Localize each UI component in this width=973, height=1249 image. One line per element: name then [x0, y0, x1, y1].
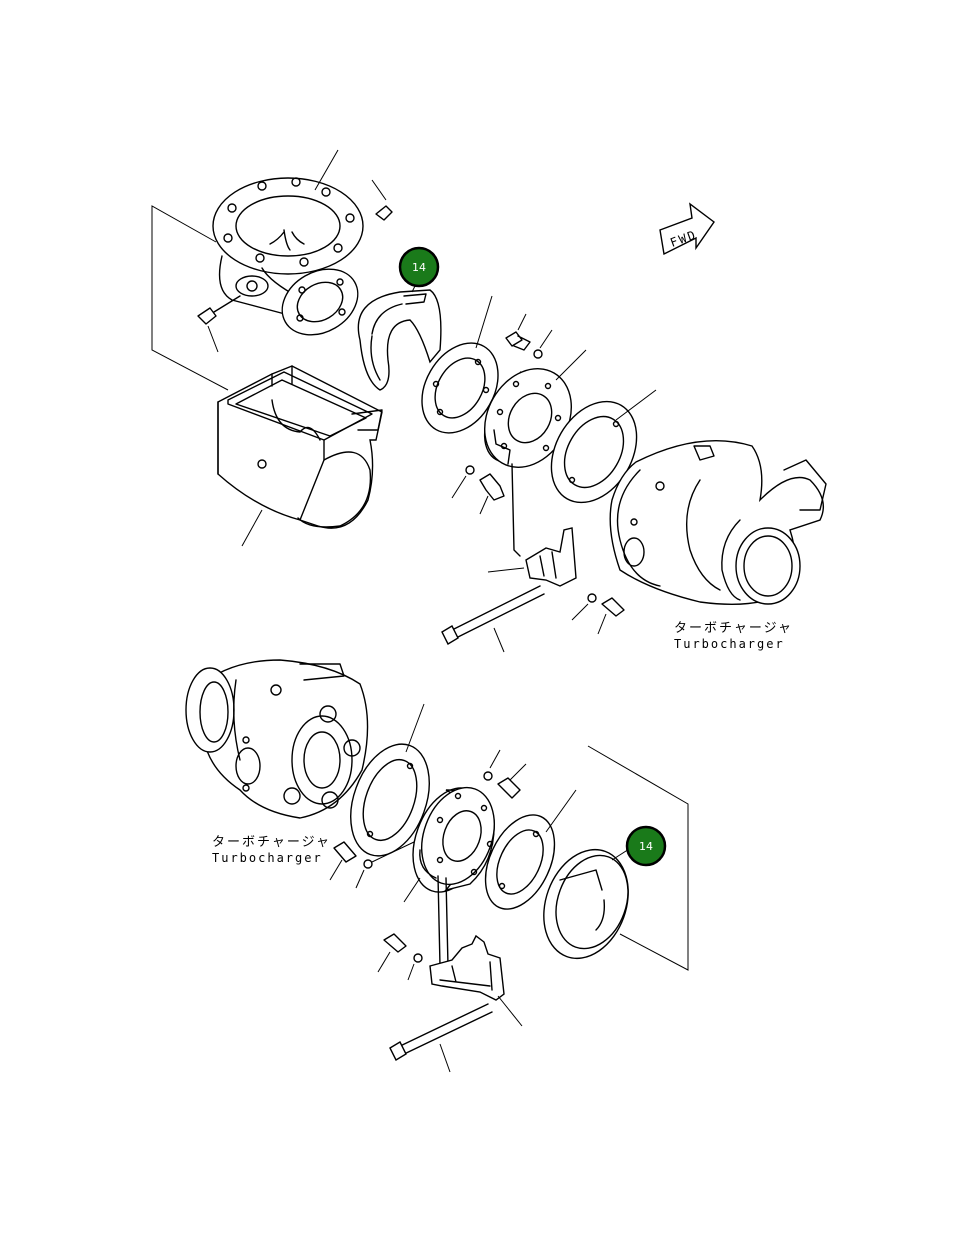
support-bracket-top — [487, 463, 577, 587]
clamp-ring-top — [357, 279, 442, 391]
long-bolt-bottom — [389, 1003, 493, 1073]
bottom-group-bracket — [587, 745, 689, 971]
turbocharger-label-en-top: Turbocharger — [674, 637, 785, 651]
exhaust-box — [217, 365, 383, 547]
turbocharger-label-jp-bottom: ターボチャージャ — [212, 835, 331, 850]
gasket-bottom-1 — [350, 703, 430, 857]
turbocharger-label-jp-top: ターボチャージャ — [674, 621, 793, 636]
adapter-bolt-top — [505, 313, 553, 359]
turbocharger-bottom — [185, 659, 369, 819]
fwd-arrow: FWD — [659, 202, 715, 256]
bracket-bolt-top — [571, 593, 625, 635]
callout-badge-bottom[interactable]: 14 — [625, 825, 667, 867]
top-group-bracket — [151, 205, 229, 391]
elbow-bolt — [197, 295, 241, 353]
bracket-bolt-bottom — [377, 933, 423, 981]
adapter-bolt-lower — [451, 465, 505, 515]
adapter-bolt-bottom-left — [329, 841, 415, 889]
callout-circle-top — [398, 246, 440, 288]
turbocharger-label-en-bottom: Turbocharger — [212, 851, 323, 865]
gasket-bottom-2 — [484, 789, 577, 910]
callout-number-bottom: 14 — [639, 840, 653, 853]
adapter-top — [483, 349, 587, 468]
callout-number-top: 14 — [412, 261, 426, 274]
callout-circle-bottom — [625, 825, 667, 867]
turbocharger-top — [609, 439, 827, 605]
elbow-flange — [212, 149, 364, 336]
callout-badge-top[interactable]: 14 — [398, 246, 440, 288]
adapter-bolt-bottom — [483, 749, 527, 799]
gasket-top-2 — [550, 389, 657, 504]
clamp-ring-bottom — [543, 841, 641, 960]
long-bolt-top — [441, 585, 545, 653]
support-bracket-bottom — [429, 875, 523, 1027]
flange-bolt — [371, 179, 393, 221]
adapter-bottom — [403, 786, 495, 903]
